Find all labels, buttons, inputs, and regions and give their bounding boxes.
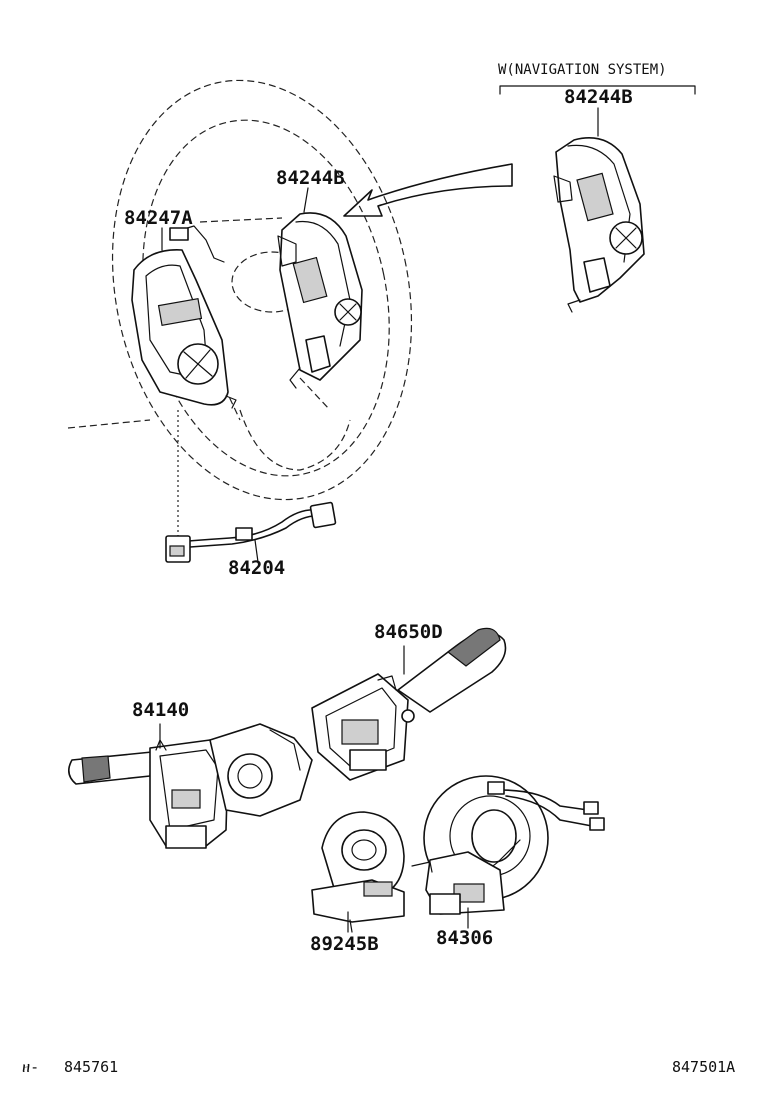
part-label-84306: 84306 xyxy=(436,927,493,949)
leader-lines xyxy=(159,107,599,933)
footer-ref-right: 847501A xyxy=(672,1058,735,1076)
steering-sensor xyxy=(311,811,405,933)
steering-pad-switch-left xyxy=(131,225,237,409)
wire-harness xyxy=(165,501,337,563)
part-label-84650d: 84650D xyxy=(374,621,443,643)
wiper-switch-assembly xyxy=(311,627,507,781)
part-label-84204: 84204 xyxy=(228,557,285,579)
footer-ref-prefix: ዘ- xyxy=(22,1058,39,1076)
turn-signal-switch-assembly xyxy=(68,723,313,849)
navigation-switch-inset xyxy=(499,85,696,313)
steering-pad-switch-right xyxy=(277,212,363,389)
direction-arrow xyxy=(343,163,513,217)
steering-wheel-outline xyxy=(67,79,413,548)
part-label-84140: 84140 xyxy=(132,699,189,721)
part-label-89245b: 89245B xyxy=(310,933,379,955)
part-label-84244b-nav: 84244B xyxy=(564,86,633,108)
footer-ref-left: 845761 xyxy=(64,1058,118,1076)
part-label-84247a: 84247A xyxy=(124,207,193,229)
spiral-cable-assembly xyxy=(411,775,605,915)
navigation-system-note: W(NAVIGATION SYSTEM) xyxy=(498,62,667,78)
part-label-84244b: 84244B xyxy=(276,167,345,189)
